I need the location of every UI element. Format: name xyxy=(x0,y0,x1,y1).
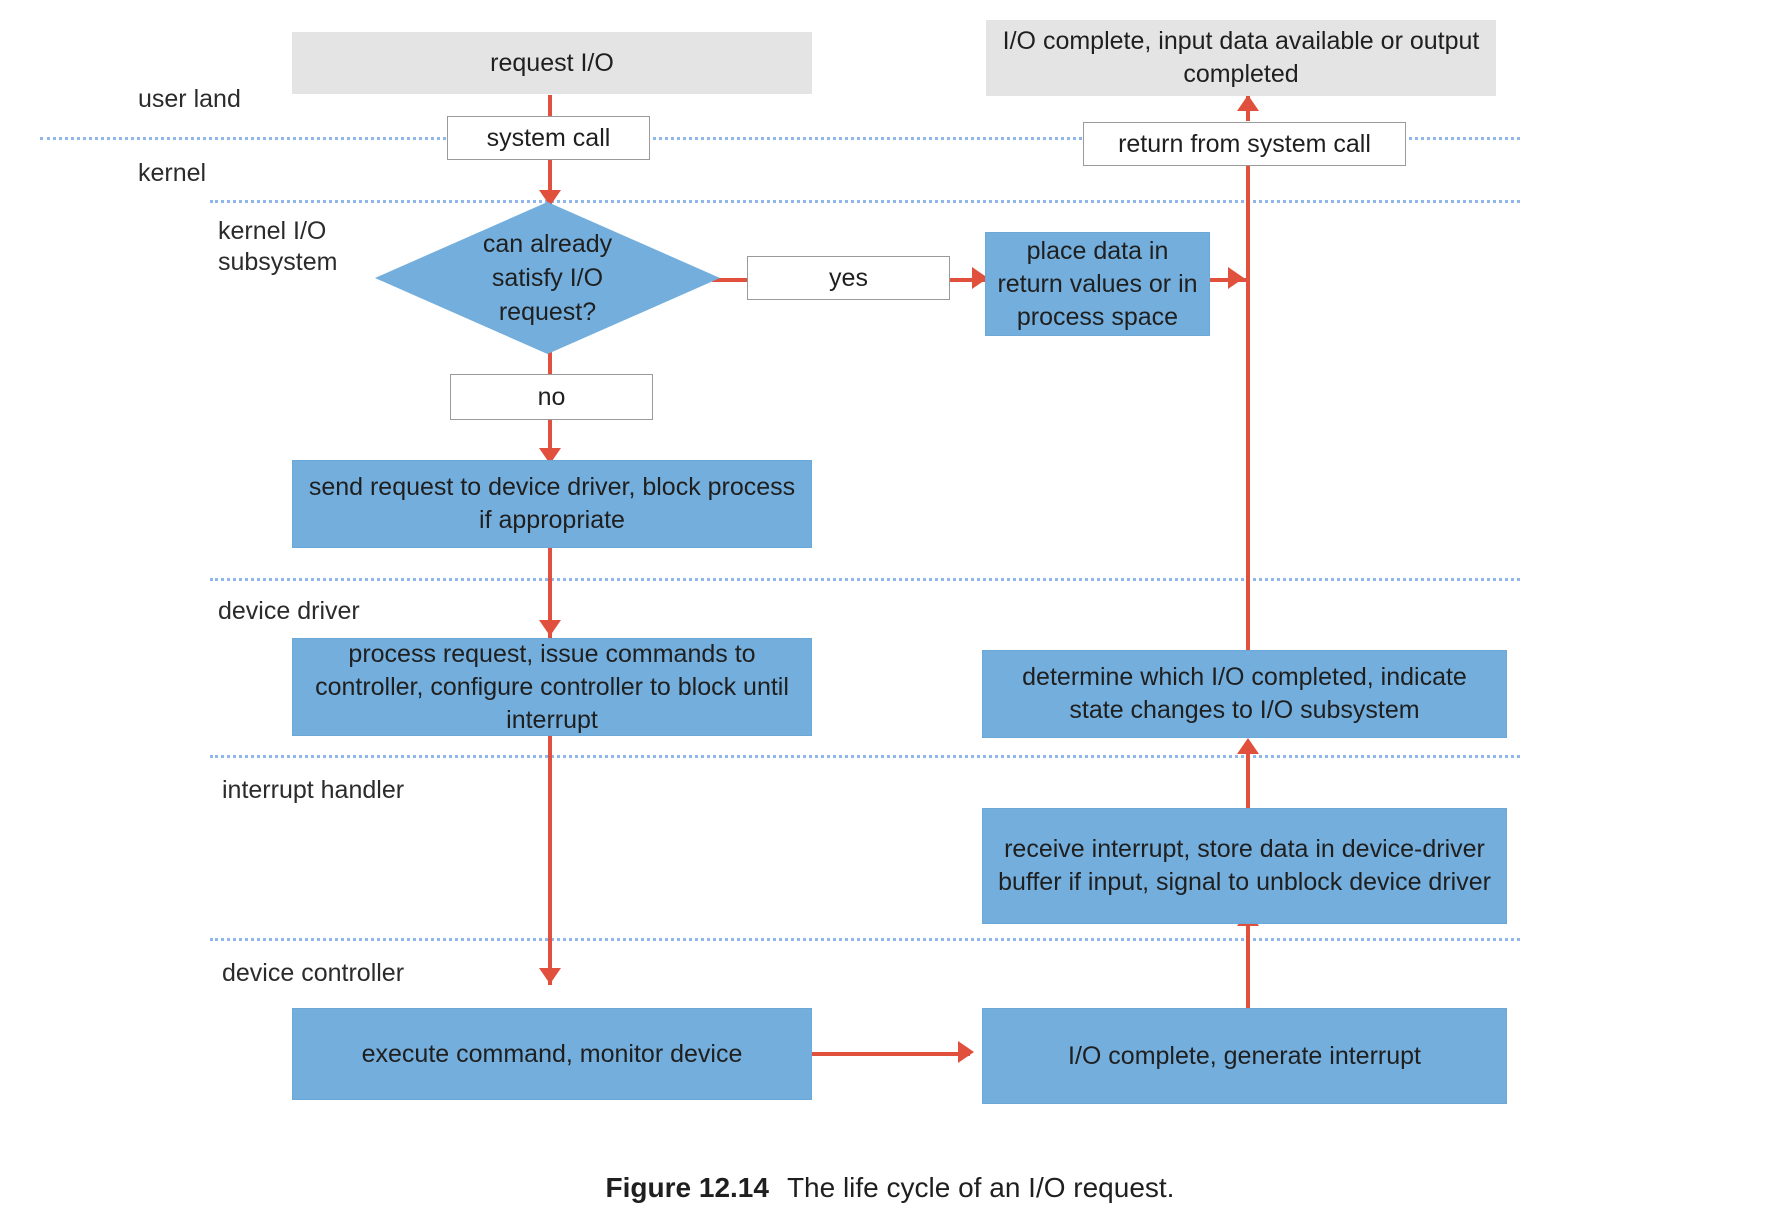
arrow-execute-to-iocomplete xyxy=(958,1041,974,1063)
connector-return-spine xyxy=(1246,160,1250,650)
figure-caption: Figure 12.14 The life cycle of an I/O req… xyxy=(0,1172,1780,1204)
node-branch-no[interactable]: no xyxy=(450,374,653,420)
divider-user-kernel xyxy=(40,137,1520,140)
figure-number: Figure 12.14 xyxy=(605,1172,769,1203)
connector-decision-to-yes xyxy=(712,278,747,282)
node-return-from-system-call[interactable]: return from system call xyxy=(1083,122,1406,166)
arrow-syscall-to-decision xyxy=(539,190,561,206)
connector-iocomplete-to-receiveirq xyxy=(1246,922,1250,1010)
connector-sendrequest-to-processrequest xyxy=(548,548,552,638)
arrow-placedata-to-spine xyxy=(1228,267,1244,289)
node-send-request[interactable]: send request to device driver, block pro… xyxy=(292,460,812,548)
node-decision-can-satisfy-io[interactable]: can already satisfy I/O request? xyxy=(375,202,720,354)
divider-driver-irq xyxy=(210,755,1520,758)
connector-syscall-to-decision xyxy=(548,155,552,205)
node-io-complete-user-land[interactable]: I/O complete, input data available or ou… xyxy=(986,20,1496,96)
connector-request-to-syscall xyxy=(548,95,552,117)
arrow-return-to-userland xyxy=(1237,95,1259,111)
band-label-kernel: kernel xyxy=(138,159,207,187)
arrow-sendrequest-to-processrequest xyxy=(539,620,561,636)
diamond-shape xyxy=(375,202,720,354)
connector-yes-to-placedata xyxy=(948,278,990,282)
arrow-yes-to-placedata xyxy=(972,267,988,289)
band-label-kernel-io-subsystem: kernel I/O subsystem xyxy=(218,217,338,276)
connector-execute-to-iocomplete xyxy=(812,1052,970,1056)
node-determine-io-completed[interactable]: determine which I/O completed, indicate … xyxy=(982,650,1507,738)
band-label-device-controller: device controller xyxy=(222,959,405,987)
connector-no-to-sendrequest xyxy=(548,420,552,465)
arrow-receiveirq-to-determine xyxy=(1237,738,1259,754)
band-label-interrupt-handler: interrupt handler xyxy=(222,776,405,804)
divider-irq-controller xyxy=(210,938,1520,941)
arrow-processrequest-to-execute xyxy=(539,968,561,984)
connector-decision-to-no xyxy=(548,352,552,374)
node-process-request[interactable]: process request, issue commands to contr… xyxy=(292,638,812,736)
node-request-io[interactable]: request I/O xyxy=(292,32,812,94)
figure-title: The life cycle of an I/O request. xyxy=(786,1172,1175,1203)
connector-receiveirq-to-determine xyxy=(1246,745,1250,810)
node-place-data[interactable]: place data in return values or in proces… xyxy=(985,232,1210,336)
band-label-user-land: user land xyxy=(138,85,241,113)
connector-processrequest-to-execute xyxy=(548,735,552,985)
node-branch-yes[interactable]: yes xyxy=(747,256,950,300)
node-receive-interrupt[interactable]: receive interrupt, store data in device-… xyxy=(982,808,1507,924)
band-label-device-driver: device driver xyxy=(218,597,360,625)
divider-iosub-driver xyxy=(210,578,1520,581)
node-io-complete-generate-interrupt[interactable]: I/O complete, generate interrupt xyxy=(982,1008,1507,1104)
node-execute-command[interactable]: execute command, monitor device xyxy=(292,1008,812,1100)
divider-kernel-iosub xyxy=(210,200,1520,203)
node-system-call[interactable]: system call xyxy=(447,116,650,160)
